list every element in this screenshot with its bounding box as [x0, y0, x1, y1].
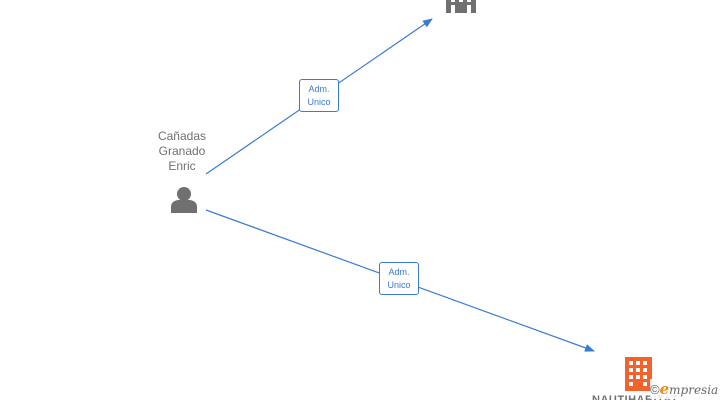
person-name-label[interactable]: Cañadas Granado Enric — [142, 129, 222, 174]
company-name-label[interactable]: NAUTIHABITAT — [592, 394, 679, 406]
building-icon-highlighted[interactable] — [625, 357, 652, 391]
person-name-line: Cañadas — [157, 129, 207, 143]
empresia-watermark: ©empresia — [650, 379, 721, 399]
building-icon[interactable] — [446, 0, 476, 13]
person-name-line: Enric — [168, 159, 196, 173]
relation-role: Adm. — [308, 84, 330, 94]
brand-logo-text: mpresia — [669, 383, 719, 397]
person-name-line: Granado — [158, 144, 206, 158]
person-icon[interactable] — [171, 187, 197, 213]
relation-role: Unico — [387, 280, 411, 290]
relation-role: Unico — [307, 97, 331, 107]
relation-role: Adm. — [388, 267, 410, 277]
copyright-symbol: © — [650, 382, 660, 397]
relation-label-2[interactable]: Adm. Unico — [379, 262, 419, 295]
relation-label-1[interactable]: Adm. Unico — [299, 79, 339, 112]
brand-logo-initial: e — [659, 380, 670, 398]
